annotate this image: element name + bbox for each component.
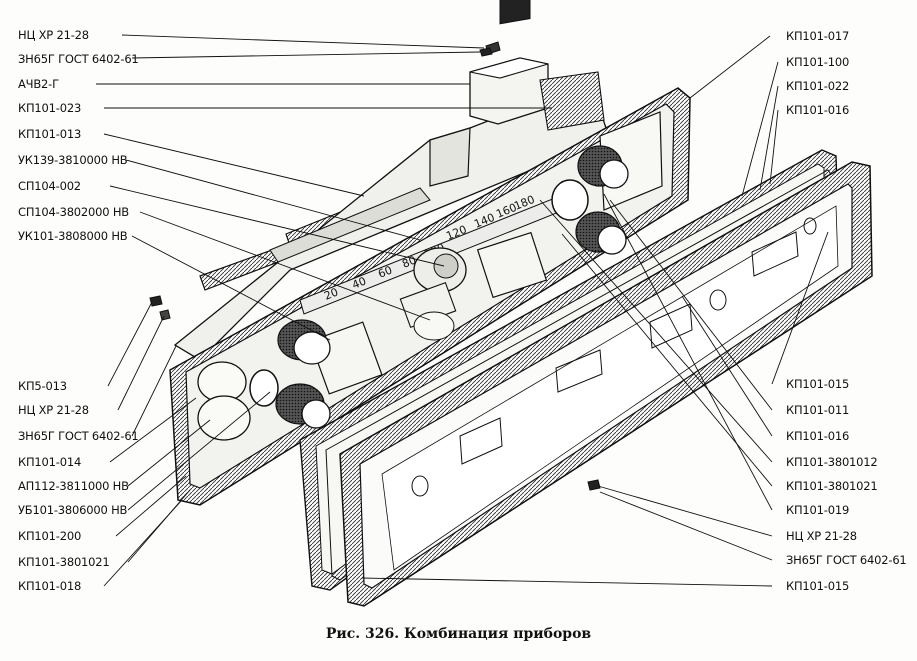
callout-label: НЦ ХР 21-28 xyxy=(18,28,89,42)
callout-label: КП101-015 xyxy=(786,579,850,593)
callout-label: КП101-019 xyxy=(786,503,850,517)
callout-label: УК139-3810000 НВ xyxy=(18,153,128,167)
scale-number: 20 xyxy=(322,285,340,302)
callout-label: УБ101-3806000 НВ xyxy=(18,503,128,517)
callout-label: КП101-3801021 xyxy=(18,555,110,569)
callout-label: ЗН65Г ГОСТ 6402-61 xyxy=(18,52,139,66)
callout-label: КП101-022 xyxy=(786,79,850,93)
gauges xyxy=(197,179,589,441)
callout-label: СП104-002 xyxy=(18,179,81,193)
callout-label: КП101-3801021 xyxy=(786,479,878,493)
callout-label: КП101-015 xyxy=(786,377,850,391)
scale-number: 60 xyxy=(376,263,394,280)
callout-label: КП101-011 xyxy=(786,403,850,417)
callout-label: АЧВ2-Г xyxy=(18,77,59,91)
knobs xyxy=(275,145,629,429)
callout-label: КП101-018 xyxy=(18,579,82,593)
callout-label: НЦ ХР 21-28 xyxy=(786,529,857,543)
callout-label: ЗН65Г ГОСТ 6402-61 xyxy=(18,429,139,443)
callout-label: ЗН65Г ГОСТ 6402-61 xyxy=(786,553,907,567)
callout-label: КП5-013 xyxy=(18,379,67,393)
clock-box xyxy=(469,0,605,131)
scale-number: 40 xyxy=(350,274,368,291)
callout-label: УК101-3808000 НВ xyxy=(18,229,128,243)
callout-label: СП104-3802000 НВ xyxy=(18,205,129,219)
front-glass-frame xyxy=(339,161,873,607)
leader-lines xyxy=(96,34,829,587)
callout-label: КП101-016 xyxy=(786,429,850,443)
figure-caption: Рис. 326. Комбинация приборов xyxy=(325,626,592,642)
callout-label: АП112-3811000 НВ xyxy=(18,479,129,493)
callout-label: КП101-014 xyxy=(18,455,82,469)
callout-label: КП101-023 xyxy=(18,101,82,115)
callout-label: КП101-100 xyxy=(786,55,850,69)
callout-label: НЦ ХР 21-28 xyxy=(18,403,89,417)
screws xyxy=(149,47,601,491)
scale-number: 80 xyxy=(400,253,418,270)
callout-label: КП101-200 xyxy=(18,529,82,543)
callout-label: КП101-016 xyxy=(786,103,850,117)
callout-label: КП101-3801012 xyxy=(786,455,878,469)
callout-label: КП101-013 xyxy=(18,127,82,141)
callout-label: КП101-017 xyxy=(786,29,850,43)
